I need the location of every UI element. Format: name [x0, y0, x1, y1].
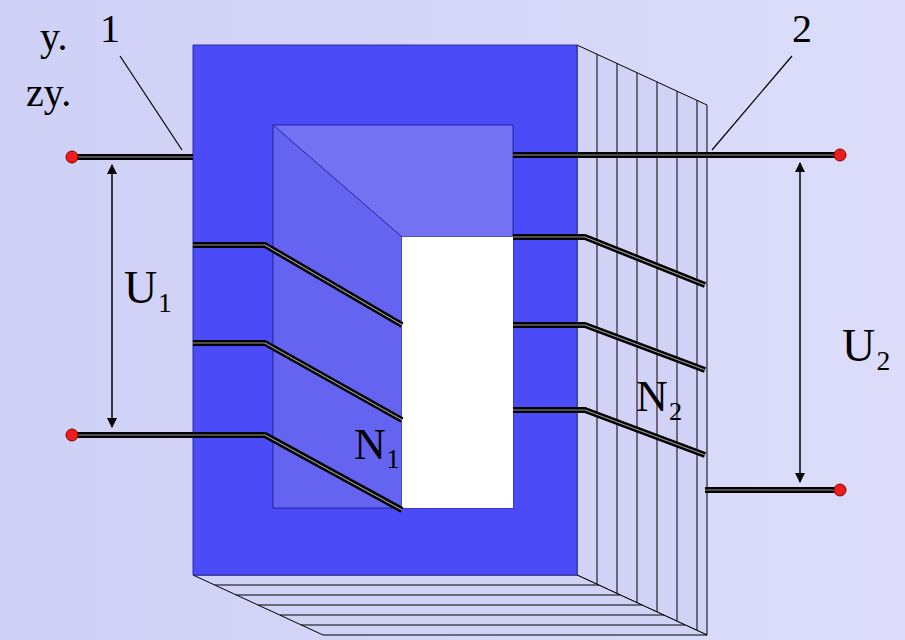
leader-line	[120, 56, 182, 150]
core-side-face	[577, 45, 707, 635]
secondary-winding	[513, 155, 840, 490]
voltage-arrow	[799, 163, 801, 482]
primary-winding	[72, 157, 402, 510]
callout-number: 1	[100, 6, 120, 52]
voltage-arrow	[111, 165, 113, 427]
core-front-face	[193, 45, 577, 575]
leader-line	[712, 56, 792, 150]
turns-label: N₁	[354, 420, 401, 471]
lamination-lines	[215, 585, 685, 625]
turns-label: N₂	[636, 372, 683, 423]
cropped-text: zy.	[26, 70, 71, 116]
voltage-label: U₁	[124, 262, 173, 315]
voltage-label: U₂	[842, 320, 891, 373]
window-opening	[402, 237, 513, 508]
callout-number: 2	[792, 6, 812, 52]
lamination-lines	[597, 54, 697, 630]
cropped-text: y.	[40, 14, 67, 60]
core-bottom-face	[193, 575, 707, 635]
terminal-dot	[66, 149, 846, 496]
